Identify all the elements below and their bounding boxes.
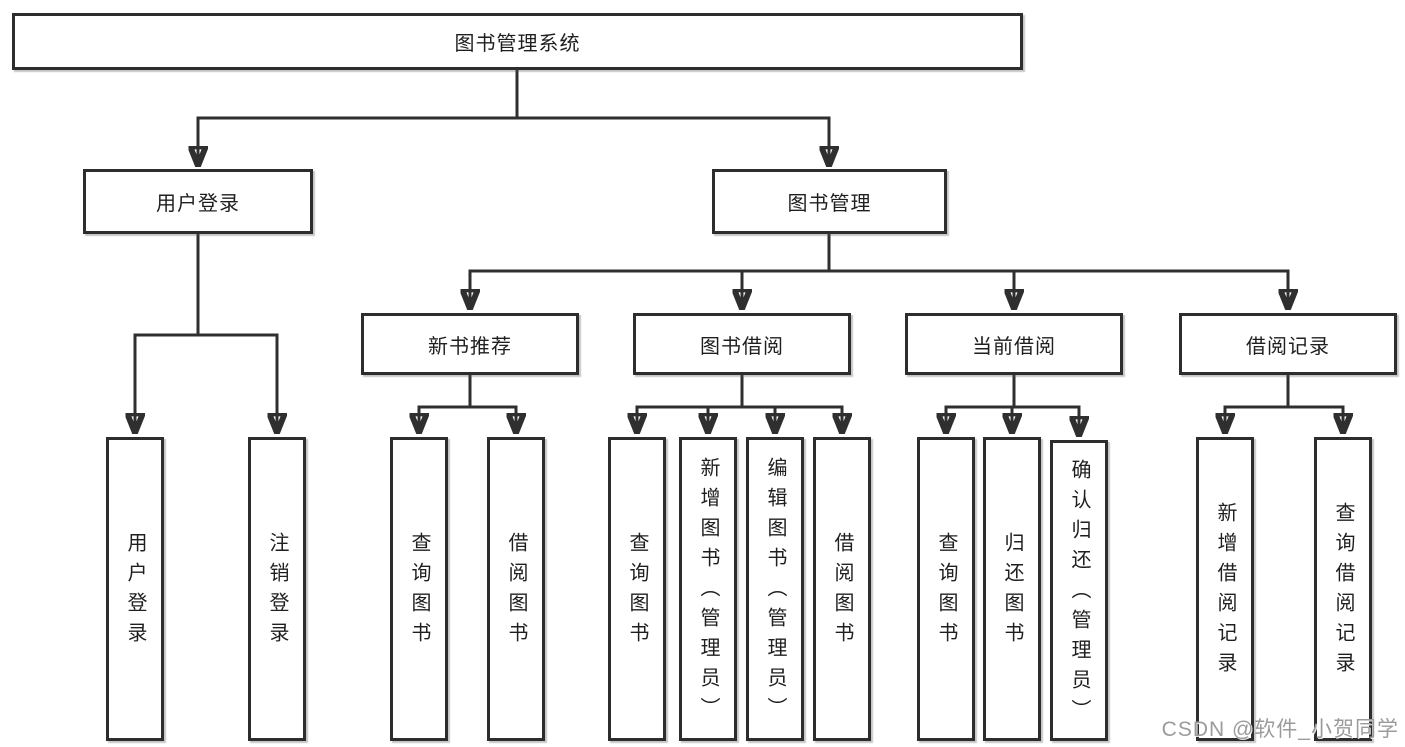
- node-root: 图书管理系统: [12, 13, 1023, 70]
- leaf-add-borrow-record: 新增借阅记录: [1196, 437, 1254, 741]
- leaf-return-book: 归还图书: [983, 437, 1041, 741]
- node-user-login: 用户登录: [83, 169, 313, 234]
- csdn-watermark: CSDN @软件_小贺同学: [1161, 718, 1399, 741]
- leaf-borrow-book-borrow: 借阅图书: [813, 437, 871, 741]
- leaf-query-book-current: 查询图书: [917, 437, 975, 741]
- leaf-logout: 注销登录: [248, 437, 306, 741]
- leaf-user-login: 用户登录: [106, 437, 164, 741]
- node-book-mgmt: 图书管理: [712, 169, 947, 234]
- leaf-query-book-rec: 查询图书: [390, 437, 448, 741]
- leaf-query-book-borrow: 查询图书: [608, 437, 666, 741]
- node-book-borrow: 图书借阅: [633, 313, 851, 375]
- leaf-edit-book-admin: 编辑图书（管理员）: [746, 437, 804, 741]
- node-new-book-rec: 新书推荐: [361, 313, 579, 375]
- leaf-confirm-return-admin: 确认归还（管理员）: [1050, 440, 1108, 741]
- node-current-borrow: 当前借阅: [905, 313, 1123, 375]
- leaf-add-book-admin: 新增图书（管理员）: [679, 437, 737, 741]
- node-borrow-record: 借阅记录: [1179, 313, 1397, 375]
- leaf-query-borrow-record: 查询借阅记录: [1314, 437, 1372, 741]
- leaf-borrow-book-rec: 借阅图书: [487, 437, 545, 741]
